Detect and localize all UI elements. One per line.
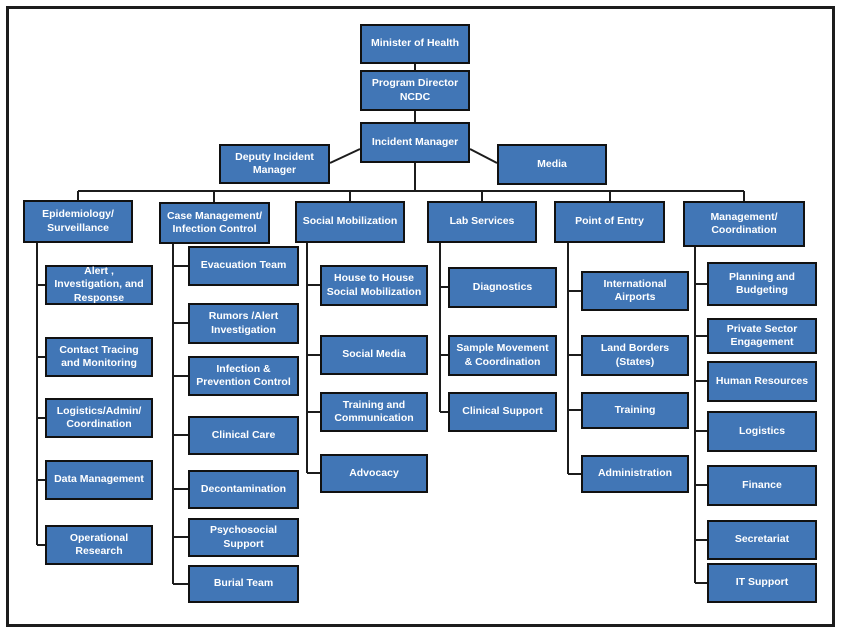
connector-deputy-diagonal xyxy=(329,148,361,164)
org-header-lab-services: Lab Services xyxy=(427,201,537,243)
connector-col1-spine xyxy=(36,243,45,546)
chart-frame-border xyxy=(6,6,835,627)
org-node-infection-prevention-control: Infection & Prevention Control xyxy=(188,356,299,396)
org-node-media: Media xyxy=(497,144,607,185)
org-node-secretariat: Secretariat xyxy=(707,520,817,560)
org-node-human-resources: Human Resources xyxy=(707,361,817,402)
org-node-administration: Administration xyxy=(581,455,689,493)
org-node-psychosocial-support: Psychosocial Support xyxy=(188,518,299,557)
org-node-data-management: Data Management xyxy=(45,460,153,500)
connector-col2-spine xyxy=(172,244,188,585)
org-node-logistics-admin-coordination: Logistics/Admin/ Coordination xyxy=(45,398,153,438)
connector-col3-spine xyxy=(306,243,320,474)
org-node-it-support: IT Support xyxy=(707,563,817,603)
org-header-epidemiology-surveillance: Epidemiology/ Surveillance xyxy=(23,200,133,243)
connector-media-diagonal xyxy=(469,148,498,164)
org-header-case-management-infection-control: Case Management/ Infection Control xyxy=(159,202,270,244)
connector-header-drops xyxy=(77,191,745,202)
org-node-training-and-communication: Training and Communication xyxy=(320,392,428,432)
org-node-advocacy: Advocacy xyxy=(320,454,428,493)
connector-col6-spine xyxy=(694,247,707,584)
org-header-point-of-entry: Point of Entry xyxy=(554,201,665,243)
org-node-land-borders-states: Land Borders (States) xyxy=(581,335,689,376)
org-node-minister-of-health: Minister of Health xyxy=(360,24,470,64)
org-header-management-coordination: Management/ Coordination xyxy=(683,201,805,247)
connector-col5-spine xyxy=(567,243,581,475)
org-node-diagnostics: Diagnostics xyxy=(448,267,557,308)
org-node-burial-team: Burial Team xyxy=(188,565,299,603)
org-node-training: Training xyxy=(581,392,689,429)
org-node-deputy-incident-manager: Deputy Incident Manager xyxy=(219,144,330,184)
org-node-clinical-support: Clinical Support xyxy=(448,392,557,432)
org-node-operational-research: Operational Research xyxy=(45,525,153,565)
org-header-social-mobilization: Social Mobilization xyxy=(295,201,405,243)
connector-col4-spine xyxy=(439,243,448,413)
org-node-decontamination: Decontamination xyxy=(188,470,299,509)
org-node-incident-manager: Incident Manager xyxy=(360,122,470,163)
org-node-logistics: Logistics xyxy=(707,411,817,452)
org-node-planning-and-budgeting: Planning and Budgeting xyxy=(707,262,817,306)
org-node-sample-movement-coordination: Sample Movement & Coordination xyxy=(448,335,557,376)
org-node-evacuation-team: Evacuation Team xyxy=(188,246,299,286)
org-node-private-sector-engagement: Private Sector Engagement xyxy=(707,318,817,354)
org-node-alert-investigation-response: Alert , Investigation, and Response xyxy=(45,265,153,305)
org-node-social-media: Social Media xyxy=(320,335,428,375)
org-node-rumors-alert-investigation: Rumors /Alert Investigation xyxy=(188,303,299,344)
org-node-clinical-care: Clinical Care xyxy=(188,416,299,455)
org-node-contact-tracing-monitoring: Contact Tracing and Monitoring xyxy=(45,337,153,377)
org-node-house-to-house-social-mobilization: House to House Social Mobilization xyxy=(320,265,428,306)
org-node-international-airports: International Airports xyxy=(581,271,689,311)
org-node-finance: Finance xyxy=(707,465,817,506)
org-node-program-director-ncdc: Program Director NCDC xyxy=(360,70,470,111)
